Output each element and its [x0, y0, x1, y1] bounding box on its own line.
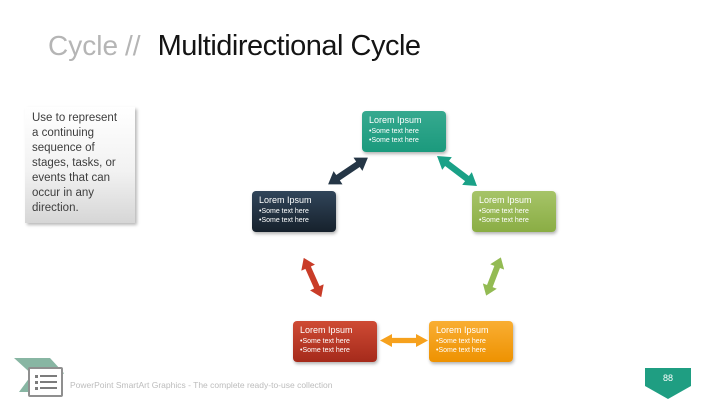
double-arrow-right-to-bottom-right — [479, 255, 508, 299]
list-icon-row — [35, 374, 61, 378]
node-title: Lorem Ipsum — [300, 325, 353, 335]
node-bottom-right: Lorem Ipsum •Some text here •Some text h… — [429, 321, 513, 362]
footer-text: PowerPoint SmartArt Graphics - The compl… — [70, 380, 333, 390]
node-left: Lorem Ipsum •Some text here •Some text h… — [252, 191, 336, 232]
double-arrow-left-to-bottom-left — [297, 255, 328, 300]
node-bullet: •Some text here — [436, 338, 486, 345]
node-bottom-left: Lorem Ipsum •Some text here •Some text h… — [293, 321, 377, 362]
page-number-badge: 88 — [645, 368, 691, 399]
node-bullet: •Some text here — [369, 136, 419, 144]
title-separator: // — [125, 30, 141, 61]
double-arrow-top-to-left — [324, 151, 373, 191]
node-right: Lorem Ipsum •Some text here •Some text h… — [472, 191, 556, 232]
node-bullet: •Some text here — [259, 216, 309, 224]
list-icon-row — [35, 386, 61, 390]
list-icon-row — [35, 380, 61, 384]
title-category: Cycle — [48, 30, 119, 61]
node-bullet: •Some text here — [479, 216, 529, 224]
node-bullet: •Some text here — [369, 128, 419, 135]
double-arrow-bottom-left-to-bottom-right — [380, 334, 428, 347]
node-title: Lorem Ipsum — [259, 195, 312, 205]
slide-header: Cycle // Multidirectional Cycle — [48, 30, 421, 63]
description-text: Use to represent a continuing sequence o… — [25, 107, 135, 223]
smartart-list-icon — [28, 367, 63, 397]
node-bullet: •Some text here — [300, 346, 350, 354]
node-title: Lorem Ipsum — [369, 115, 422, 125]
node-bullet: •Some text here — [479, 208, 529, 215]
node-top: Lorem Ipsum •Some text here •Some text h… — [362, 111, 446, 152]
double-arrow-top-to-right — [432, 150, 482, 193]
node-title: Lorem Ipsum — [436, 325, 489, 335]
node-bullet: •Some text here — [436, 346, 486, 354]
page-title: Multidirectional Cycle — [157, 30, 422, 62]
node-title: Lorem Ipsum — [479, 195, 532, 205]
node-bullet: •Some text here — [300, 338, 350, 345]
node-bullet: •Some text here — [259, 208, 309, 215]
